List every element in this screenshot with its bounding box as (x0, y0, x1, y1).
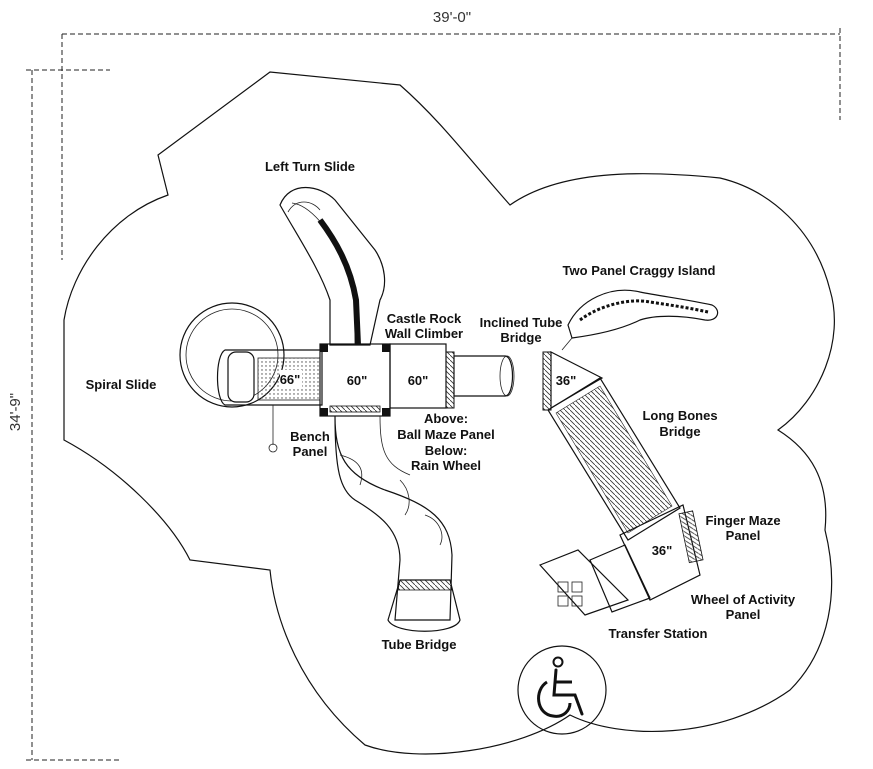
deck-second-size: 60" (408, 373, 429, 388)
two-panel-craggy-island (561, 289, 719, 351)
label-castle-rock-2: Wall Climber (385, 326, 463, 341)
label-finger-maze-1: Finger Maze (705, 513, 780, 528)
long-bones-bridge (547, 377, 681, 541)
label-below-2: Rain Wheel (411, 458, 481, 473)
label-bench-1: Bench (290, 429, 330, 444)
label-wheel-activity-2: Panel (726, 607, 761, 622)
label-inclined-tube-2: Bridge (500, 330, 541, 345)
deck-main: 60" (319, 343, 391, 417)
transfer-steps (557, 581, 583, 607)
label-inclined-tube-1: Inclined Tube (480, 315, 563, 330)
label-wheel-activity-1: Wheel of Activity (691, 592, 796, 607)
label-craggy-island: Two Panel Craggy Island (563, 263, 716, 278)
label-long-bones-2: Bridge (659, 424, 700, 439)
label-left-turn-slide: Left Turn Slide (265, 159, 355, 174)
label-tube-bridge: Tube Bridge (382, 637, 457, 652)
height-label: 34'-9" (7, 393, 24, 431)
left-turn-slide (279, 187, 386, 346)
deck-main-size: 60" (347, 373, 368, 388)
width-label: 39'-0" (433, 9, 471, 26)
label-transfer-station: Transfer Station (609, 626, 708, 641)
spiral-deck-size: 66" (280, 372, 301, 387)
deck-second: 60" (389, 343, 455, 409)
wheelchair-accessibility-icon (517, 645, 607, 735)
label-above-2: Ball Maze Panel (397, 427, 495, 442)
dimension-width: 39'-0" (61, 9, 841, 260)
tube-bridge (334, 415, 461, 632)
label-above-1: Above: (424, 411, 468, 426)
inclined-tube-bridge (453, 351, 552, 411)
spiral-slide: 66" (179, 302, 323, 453)
label-below-1: Below: (425, 443, 468, 458)
label-long-bones-1: Long Bones (642, 408, 717, 423)
label-castle-rock-1: Castle Rock (387, 311, 462, 326)
label-spiral-slide: Spiral Slide (86, 377, 157, 392)
label-bench-2: Panel (293, 444, 328, 459)
label-finger-maze-2: Panel (726, 528, 761, 543)
deck-transfer-size: 36" (652, 543, 673, 558)
dimension-height: 34'-9" (7, 69, 120, 761)
deck-bridge-size: 36" (556, 373, 577, 388)
transfer-station: 36" (538, 504, 704, 616)
play-area-boundary (63, 71, 835, 755)
